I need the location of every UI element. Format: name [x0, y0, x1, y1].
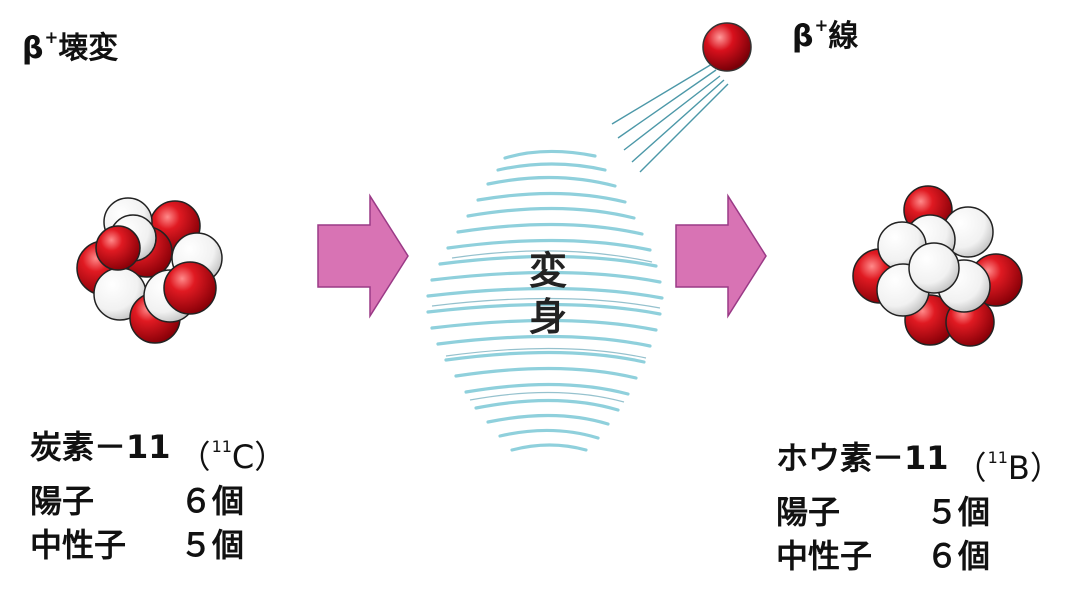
neutrons-row: 中性子 ６個 [776, 534, 1062, 578]
boron-11-info: ホウ素－11 （11B） 陽子 ５個 中性子 ６個 [776, 436, 1062, 578]
element-name: 炭素－11 [30, 428, 171, 466]
transformation-char-2: 身 [528, 295, 567, 339]
swirl-icon [426, 149, 664, 452]
isotope-notation: （11C） [178, 437, 287, 476]
element-name: ホウ素－11 [776, 439, 949, 477]
neutron [908, 242, 960, 294]
mass-number: 11 [211, 437, 232, 456]
plus-sup: + [44, 28, 59, 47]
neutrons-value: ６個 [926, 537, 991, 575]
protons-label: 陽子 [30, 482, 95, 520]
beta-plus-ray-title: β+線 [792, 16, 859, 54]
beta-symbol: β [22, 30, 44, 66]
element-symbol: B [1007, 449, 1030, 487]
element-symbol: C [231, 438, 255, 476]
element-name-row: ホウ素－11 （11B） [776, 436, 1062, 490]
beta-symbol: β [792, 18, 814, 54]
neutrons-label: 中性子 [776, 537, 873, 575]
plus-sup: + [814, 16, 829, 35]
swirl-shadow [431, 250, 661, 403]
boron-11-nucleus-icon [852, 185, 1023, 347]
protons-label: 陽子 [776, 493, 841, 531]
right-arrow-icon [675, 193, 767, 319]
beta-plus-decay-title: β+壊変 [22, 28, 119, 66]
carbon-11-nucleus-icon [76, 197, 223, 344]
proton [95, 225, 141, 271]
decay-text: 壊変 [58, 30, 119, 66]
right-arrow-icon [317, 193, 409, 319]
protons-value: ５個 [926, 493, 991, 531]
isotope-notation: （11B） [954, 448, 1062, 487]
neutrons-row: 中性子 ５個 [30, 523, 286, 567]
protons-row: 陽子 ５個 [776, 490, 1062, 534]
protons-row: 陽子 ６個 [30, 479, 286, 523]
positron-icon [702, 22, 752, 72]
transformation-char-1: 変 [528, 249, 567, 293]
neutrons-label: 中性子 [30, 526, 127, 564]
transformation-label: 変 身 [520, 248, 576, 340]
carbon-11-info: 炭素－11 （11C） 陽子 ６個 中性子 ５個 [30, 425, 286, 567]
protons-value: ６個 [180, 482, 245, 520]
neutrons-value: ５個 [180, 526, 245, 564]
motion-lines [611, 63, 729, 173]
ray-text: 線 [828, 18, 859, 54]
mass-number: 11 [987, 448, 1008, 467]
proton [163, 261, 217, 315]
element-name-row: 炭素－11 （11C） [30, 425, 286, 479]
